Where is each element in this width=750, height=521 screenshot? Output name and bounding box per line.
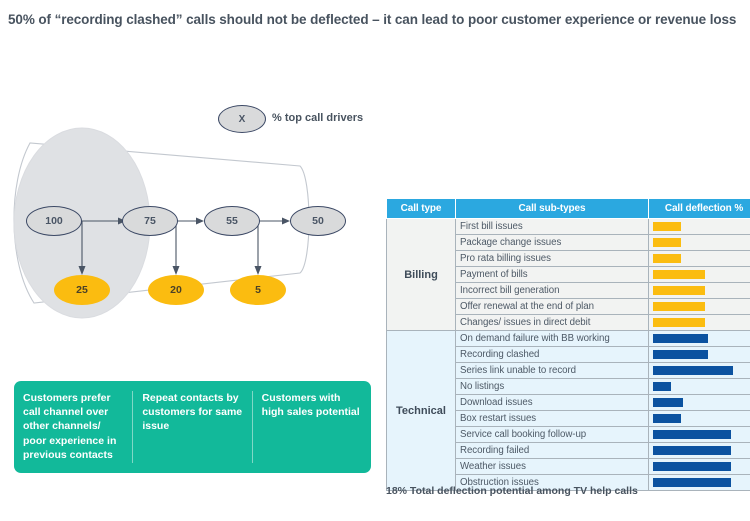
call-deflection-bar-cell xyxy=(648,458,750,475)
call-deflection-bar-cell xyxy=(648,314,750,331)
deflection-bar xyxy=(653,478,731,487)
call-sub-type-cell: Recording failed xyxy=(455,442,649,459)
funnel-stage-node-3[interactable]: 55 xyxy=(204,206,260,236)
column-header-call-sub-types[interactable]: Call sub-types xyxy=(455,198,649,219)
table-row[interactable]: Incorrect bill generation xyxy=(387,282,750,299)
call-sub-type-cell: Download issues xyxy=(455,394,649,411)
insights-callout-box: Customers prefer call channel over other… xyxy=(14,381,371,473)
funnel-dropoff-node-2[interactable]: 20 xyxy=(148,275,204,305)
table-row[interactable]: Obstruction issues xyxy=(387,474,750,491)
deflection-bar xyxy=(653,350,708,359)
table-row[interactable]: Series link unable to record xyxy=(387,362,750,379)
call-deflection-bar-cell xyxy=(648,218,750,235)
deflection-bar xyxy=(653,414,681,423)
call-sub-type-cell: Service call booking follow-up xyxy=(455,426,649,443)
call-deflection-bar-cell xyxy=(648,346,750,363)
call-deflection-table-container: Call type Call sub-types Call deflection… xyxy=(386,198,750,491)
table-header-row: Call type Call sub-types Call deflection… xyxy=(386,198,750,219)
table-row[interactable]: Offer renewal at the end of plan xyxy=(387,298,750,315)
call-deflection-bar-cell xyxy=(648,410,750,427)
table-row[interactable]: Recording failed xyxy=(387,442,750,459)
deflection-bar xyxy=(653,430,731,439)
call-type-group-cell: Technical xyxy=(386,330,456,491)
deflection-bar xyxy=(653,366,733,375)
call-sub-type-cell: Offer renewal at the end of plan xyxy=(455,298,649,315)
table-row[interactable]: Weather issues xyxy=(387,458,750,475)
call-sub-type-cell: No listings xyxy=(455,378,649,395)
deflection-bar xyxy=(653,302,705,311)
call-sub-type-cell: On demand failure with BB working xyxy=(455,330,649,347)
funnel-stage-node-1[interactable]: 100 xyxy=(26,206,82,236)
insight-item-2: Repeat contacts by customers for same is… xyxy=(132,391,251,463)
funnel-dropoff-node-3[interactable]: 5 xyxy=(230,275,286,305)
call-sub-type-cell: Box restart issues xyxy=(455,410,649,427)
deflection-bar xyxy=(653,318,705,327)
call-deflection-bar-cell xyxy=(648,298,750,315)
call-sub-type-cell: Incorrect bill generation xyxy=(455,282,649,299)
insight-item-3: Customers with high sales potential xyxy=(251,391,371,463)
call-sub-type-cell: Pro rata billing issues xyxy=(455,250,649,267)
funnel-dropoff-node-1[interactable]: 25 xyxy=(54,275,110,305)
call-deflection-bar-cell xyxy=(648,394,750,411)
funnel-diagram: 100 75 55 50 25 20 5 xyxy=(0,88,380,328)
deflection-bar xyxy=(653,254,681,263)
deflection-bar xyxy=(653,334,708,343)
call-deflection-bar-cell xyxy=(648,250,750,267)
call-type-group-cell: Billing xyxy=(386,218,456,331)
table-row[interactable]: Pro rata billing issues xyxy=(387,250,750,267)
table-row[interactable]: Download issues xyxy=(387,394,750,411)
call-sub-type-cell: Series link unable to record xyxy=(455,362,649,379)
table-footnote: 18% Total deflection potential among TV … xyxy=(386,485,638,497)
call-deflection-table: Call type Call sub-types Call deflection… xyxy=(386,198,750,491)
page-title: 50% of “recording clashed” calls should … xyxy=(8,12,737,27)
column-header-call-type[interactable]: Call type xyxy=(386,198,456,219)
deflection-bar xyxy=(653,382,671,391)
call-sub-type-cell: Changes/ issues in direct debit xyxy=(455,314,649,331)
funnel-stage-node-2[interactable]: 75 xyxy=(122,206,178,236)
table-header: Call type Call sub-types Call deflection… xyxy=(386,198,750,219)
call-deflection-bar-cell xyxy=(648,426,750,443)
call-deflection-bar-cell xyxy=(648,330,750,347)
deflection-bar xyxy=(653,270,705,279)
column-header-call-deflection[interactable]: Call deflection % xyxy=(648,198,750,219)
table-row[interactable]: Recording clashed xyxy=(387,346,750,363)
table-row[interactable]: No listings xyxy=(387,378,750,395)
deflection-bar xyxy=(653,286,705,295)
funnel-stage-node-4[interactable]: 50 xyxy=(290,206,346,236)
table-row[interactable]: Changes/ issues in direct debit xyxy=(387,314,750,331)
call-sub-type-cell: Obstruction issues xyxy=(455,474,649,491)
table-row[interactable]: Package change issues xyxy=(387,234,750,251)
call-sub-type-cell: Recording clashed xyxy=(455,346,649,363)
deflection-bar xyxy=(653,238,681,247)
call-sub-type-cell: First bill issues xyxy=(455,218,649,235)
call-deflection-bar-cell xyxy=(648,266,750,283)
call-deflection-bar-cell xyxy=(648,282,750,299)
legend-pill-icon: X xyxy=(218,105,266,133)
insight-item-1: Customers prefer call channel over other… xyxy=(23,392,117,461)
table-row[interactable]: Service call booking follow-up xyxy=(387,426,750,443)
deflection-bar xyxy=(653,398,683,407)
call-sub-type-cell: Weather issues xyxy=(455,458,649,475)
table-row[interactable]: Box restart issues xyxy=(387,410,750,427)
call-deflection-bar-cell xyxy=(648,362,750,379)
deflection-bar xyxy=(653,462,731,471)
call-deflection-bar-cell xyxy=(648,474,750,491)
funnel-outline xyxy=(13,142,310,304)
call-deflection-bar-cell xyxy=(648,378,750,395)
call-deflection-bar-cell xyxy=(648,234,750,251)
call-deflection-bar-cell xyxy=(648,442,750,459)
deflection-bar xyxy=(653,222,681,231)
call-sub-type-cell: Payment of bills xyxy=(455,266,649,283)
legend-label: % top call drivers xyxy=(272,112,364,124)
call-sub-type-cell: Package change issues xyxy=(455,234,649,251)
deflection-bar xyxy=(653,446,731,455)
